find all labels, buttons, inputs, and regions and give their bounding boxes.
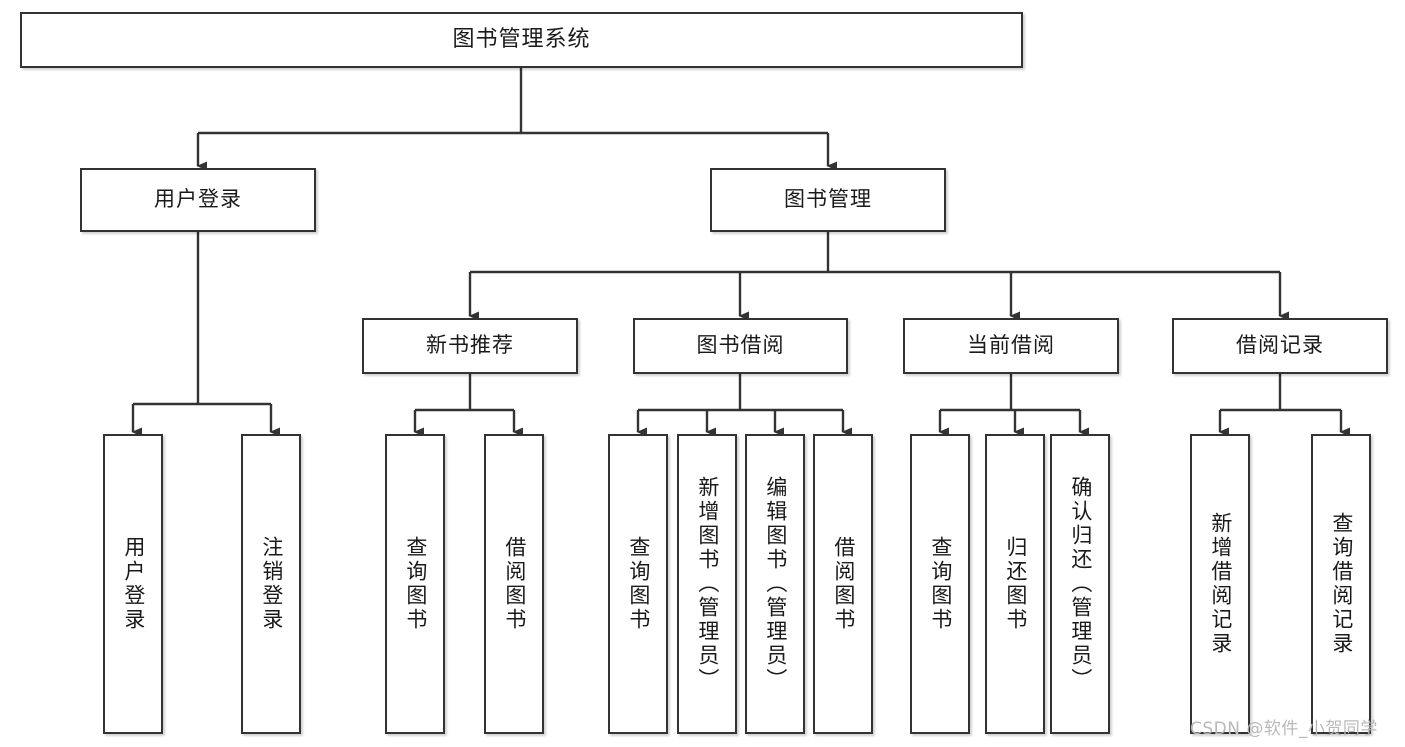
node-new-book-rec[interactable]: 新书推荐 [362,318,578,374]
node-leaf-edit-book-label: 编辑图书（管理员） [763,476,788,692]
node-leaf-user-logout[interactable]: 注销登录 [241,434,301,734]
watermark: CSDN @软件_小贺同学 [1190,719,1378,739]
node-root[interactable]: 图书管理系统 [20,12,1023,68]
node-book-manage[interactable]: 图书管理 [710,168,946,232]
node-leaf-query-book-1-label: 查询图书 [403,536,428,632]
node-leaf-add-book[interactable]: 新增图书（管理员） [677,434,737,734]
node-leaf-confirm-return-label: 确认归还（管理员） [1068,476,1093,692]
node-book-borrow[interactable]: 图书借阅 [633,318,848,374]
node-leaf-return-book[interactable]: 归还图书 [985,434,1045,734]
node-leaf-query-borrow-rec-label: 查询借阅记录 [1329,512,1354,656]
node-borrow-record-label: 借阅记录 [1236,333,1324,358]
node-leaf-borrow-book-2[interactable]: 借阅图书 [813,434,873,734]
node-root-label: 图书管理系统 [452,26,591,52]
node-leaf-user-login-label: 用户登录 [121,536,146,632]
node-leaf-query-book-3[interactable]: 查询图书 [910,434,970,734]
node-leaf-confirm-return[interactable]: 确认归还（管理员） [1050,434,1110,734]
node-current-borrow-label: 当前借阅 [967,333,1055,358]
node-leaf-user-login[interactable]: 用户登录 [103,434,163,734]
node-borrow-record[interactable]: 借阅记录 [1172,318,1388,374]
node-book-borrow-label: 图书借阅 [696,333,785,358]
node-current-borrow[interactable]: 当前借阅 [903,318,1119,374]
node-leaf-query-book-2[interactable]: 查询图书 [608,434,668,734]
node-leaf-add-borrow-rec-label: 新增借阅记录 [1208,512,1233,656]
node-leaf-add-borrow-rec[interactable]: 新增借阅记录 [1190,434,1250,734]
node-new-book-rec-label: 新书推荐 [426,333,514,358]
node-leaf-query-book-1[interactable]: 查询图书 [385,434,445,734]
node-leaf-borrow-book-1[interactable]: 借阅图书 [484,434,544,734]
node-user-login-label: 用户登录 [154,187,242,212]
node-leaf-query-borrow-rec[interactable]: 查询借阅记录 [1311,434,1371,734]
node-leaf-user-logout-label: 注销登录 [259,536,284,632]
node-leaf-borrow-book-1-label: 借阅图书 [502,536,527,632]
node-leaf-add-book-label: 新增图书（管理员） [695,476,720,692]
node-book-manage-label: 图书管理 [784,187,872,212]
node-user-login[interactable]: 用户登录 [80,168,316,232]
node-leaf-query-book-3-label: 查询图书 [928,536,953,632]
node-leaf-edit-book[interactable]: 编辑图书（管理员） [745,434,805,734]
node-leaf-return-book-label: 归还图书 [1003,536,1028,632]
node-leaf-query-book-2-label: 查询图书 [626,536,651,632]
node-leaf-borrow-book-2-label: 借阅图书 [831,536,856,632]
